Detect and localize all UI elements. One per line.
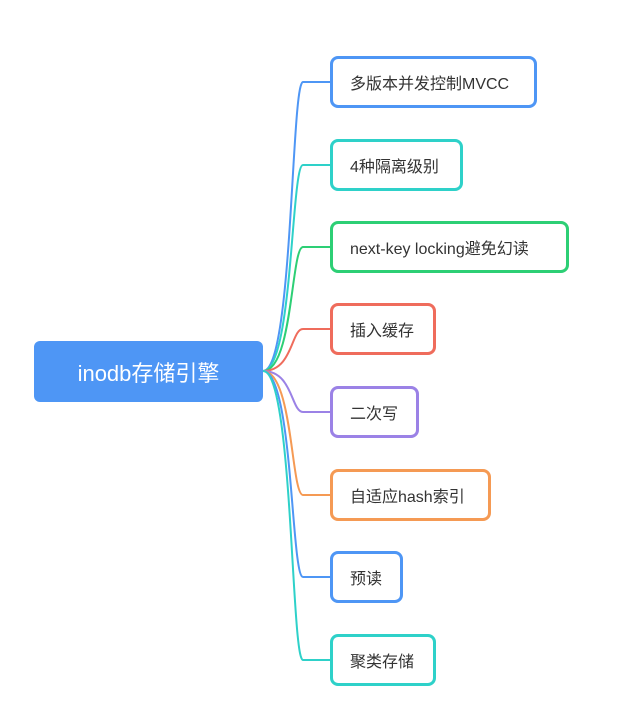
connector-5 — [262, 370, 330, 496]
branch-node-doublewrite[interactable]: 二次写 — [330, 386, 419, 438]
root-node[interactable]: inodb存储引擎 — [34, 341, 263, 402]
connector-4 — [262, 370, 330, 413]
connector-3 — [262, 328, 330, 372]
branch-node-isolation-levels[interactable]: 4种隔离级别 — [330, 139, 463, 191]
branch-node-adaptive-hash-index[interactable]: 自适应hash索引 — [330, 469, 491, 521]
branch-node-clustered-storage[interactable]: 聚类存储 — [330, 634, 436, 686]
branch-node-read-ahead[interactable]: 预读 — [330, 551, 403, 603]
connector-7 — [262, 370, 330, 661]
connector-6 — [262, 370, 330, 578]
connector-2 — [262, 246, 330, 372]
branch-node-insert-buffer[interactable]: 插入缓存 — [330, 303, 436, 355]
branch-node-next-key-locking[interactable]: next-key locking避免幻读 — [330, 221, 569, 273]
connector-0 — [262, 81, 330, 372]
branch-node-mvcc[interactable]: 多版本并发控制MVCC — [330, 56, 537, 108]
connector-1 — [262, 164, 330, 372]
